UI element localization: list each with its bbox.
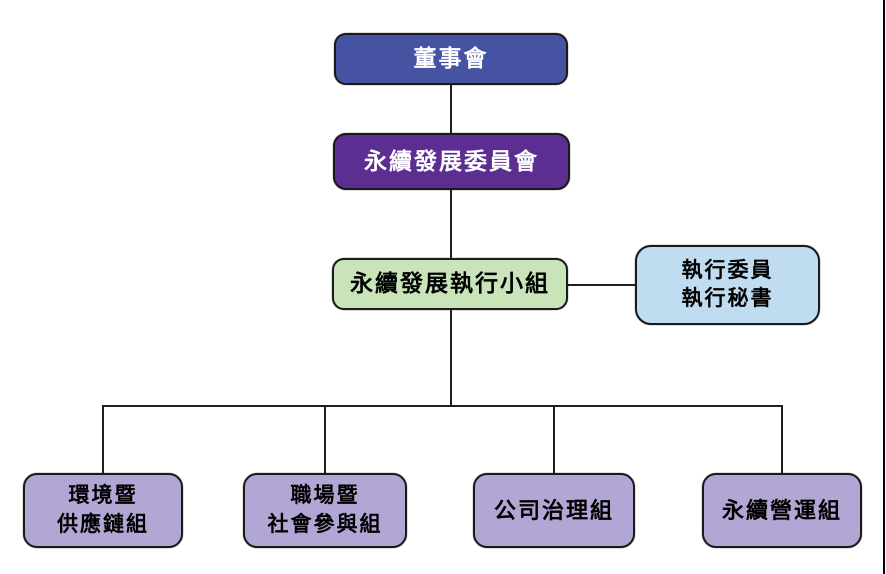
node-label: 董事會 <box>413 45 489 72</box>
node-label-line2: 供應鏈組 <box>57 512 149 536</box>
connector-drop-operations <box>781 405 783 473</box>
node-corporate-governance-group: 公司治理組 <box>473 473 635 548</box>
node-label-line1: 執行委員 <box>681 258 774 282</box>
node-label: 永續營運組 <box>721 497 842 523</box>
node-env-supply-chain-group: 環境暨 供應鏈組 <box>23 473 183 548</box>
node-label: 永續發展執行小組 <box>350 270 550 297</box>
node-sustainability-exec-team: 永續發展執行小組 <box>332 258 568 310</box>
node-label-line1: 職場暨 <box>290 484 360 508</box>
connector-exec-team-exec-staff <box>568 284 635 286</box>
node-workplace-social-group: 職場暨 社會參與組 <box>243 473 407 548</box>
connector-drop-workplace-social <box>324 405 326 473</box>
page-right-edge-line <box>883 0 885 574</box>
connector-exec-team-bus <box>450 310 452 406</box>
node-board-of-directors: 董事會 <box>334 33 568 85</box>
node-label: 公司治理組 <box>493 497 614 523</box>
node-label: 永續發展委員會 <box>364 147 539 174</box>
node-sustainability-committee: 永續發展委員會 <box>333 133 570 190</box>
node-label-line2: 執行秘書 <box>681 287 774 310</box>
connector-drop-env-supply <box>102 405 104 473</box>
connector-committee-exec-team <box>450 190 452 258</box>
node-sustainable-operations-group: 永續營運組 <box>702 473 862 548</box>
node-exec-members-secretary: 執行委員 執行秘書 <box>635 245 820 325</box>
connector-bus-horizontal <box>102 405 783 407</box>
connector-drop-governance <box>553 405 555 473</box>
node-label-line1: 環境暨 <box>68 484 138 508</box>
connector-board-committee <box>450 85 452 133</box>
node-label-line2: 社會參與組 <box>267 512 383 536</box>
